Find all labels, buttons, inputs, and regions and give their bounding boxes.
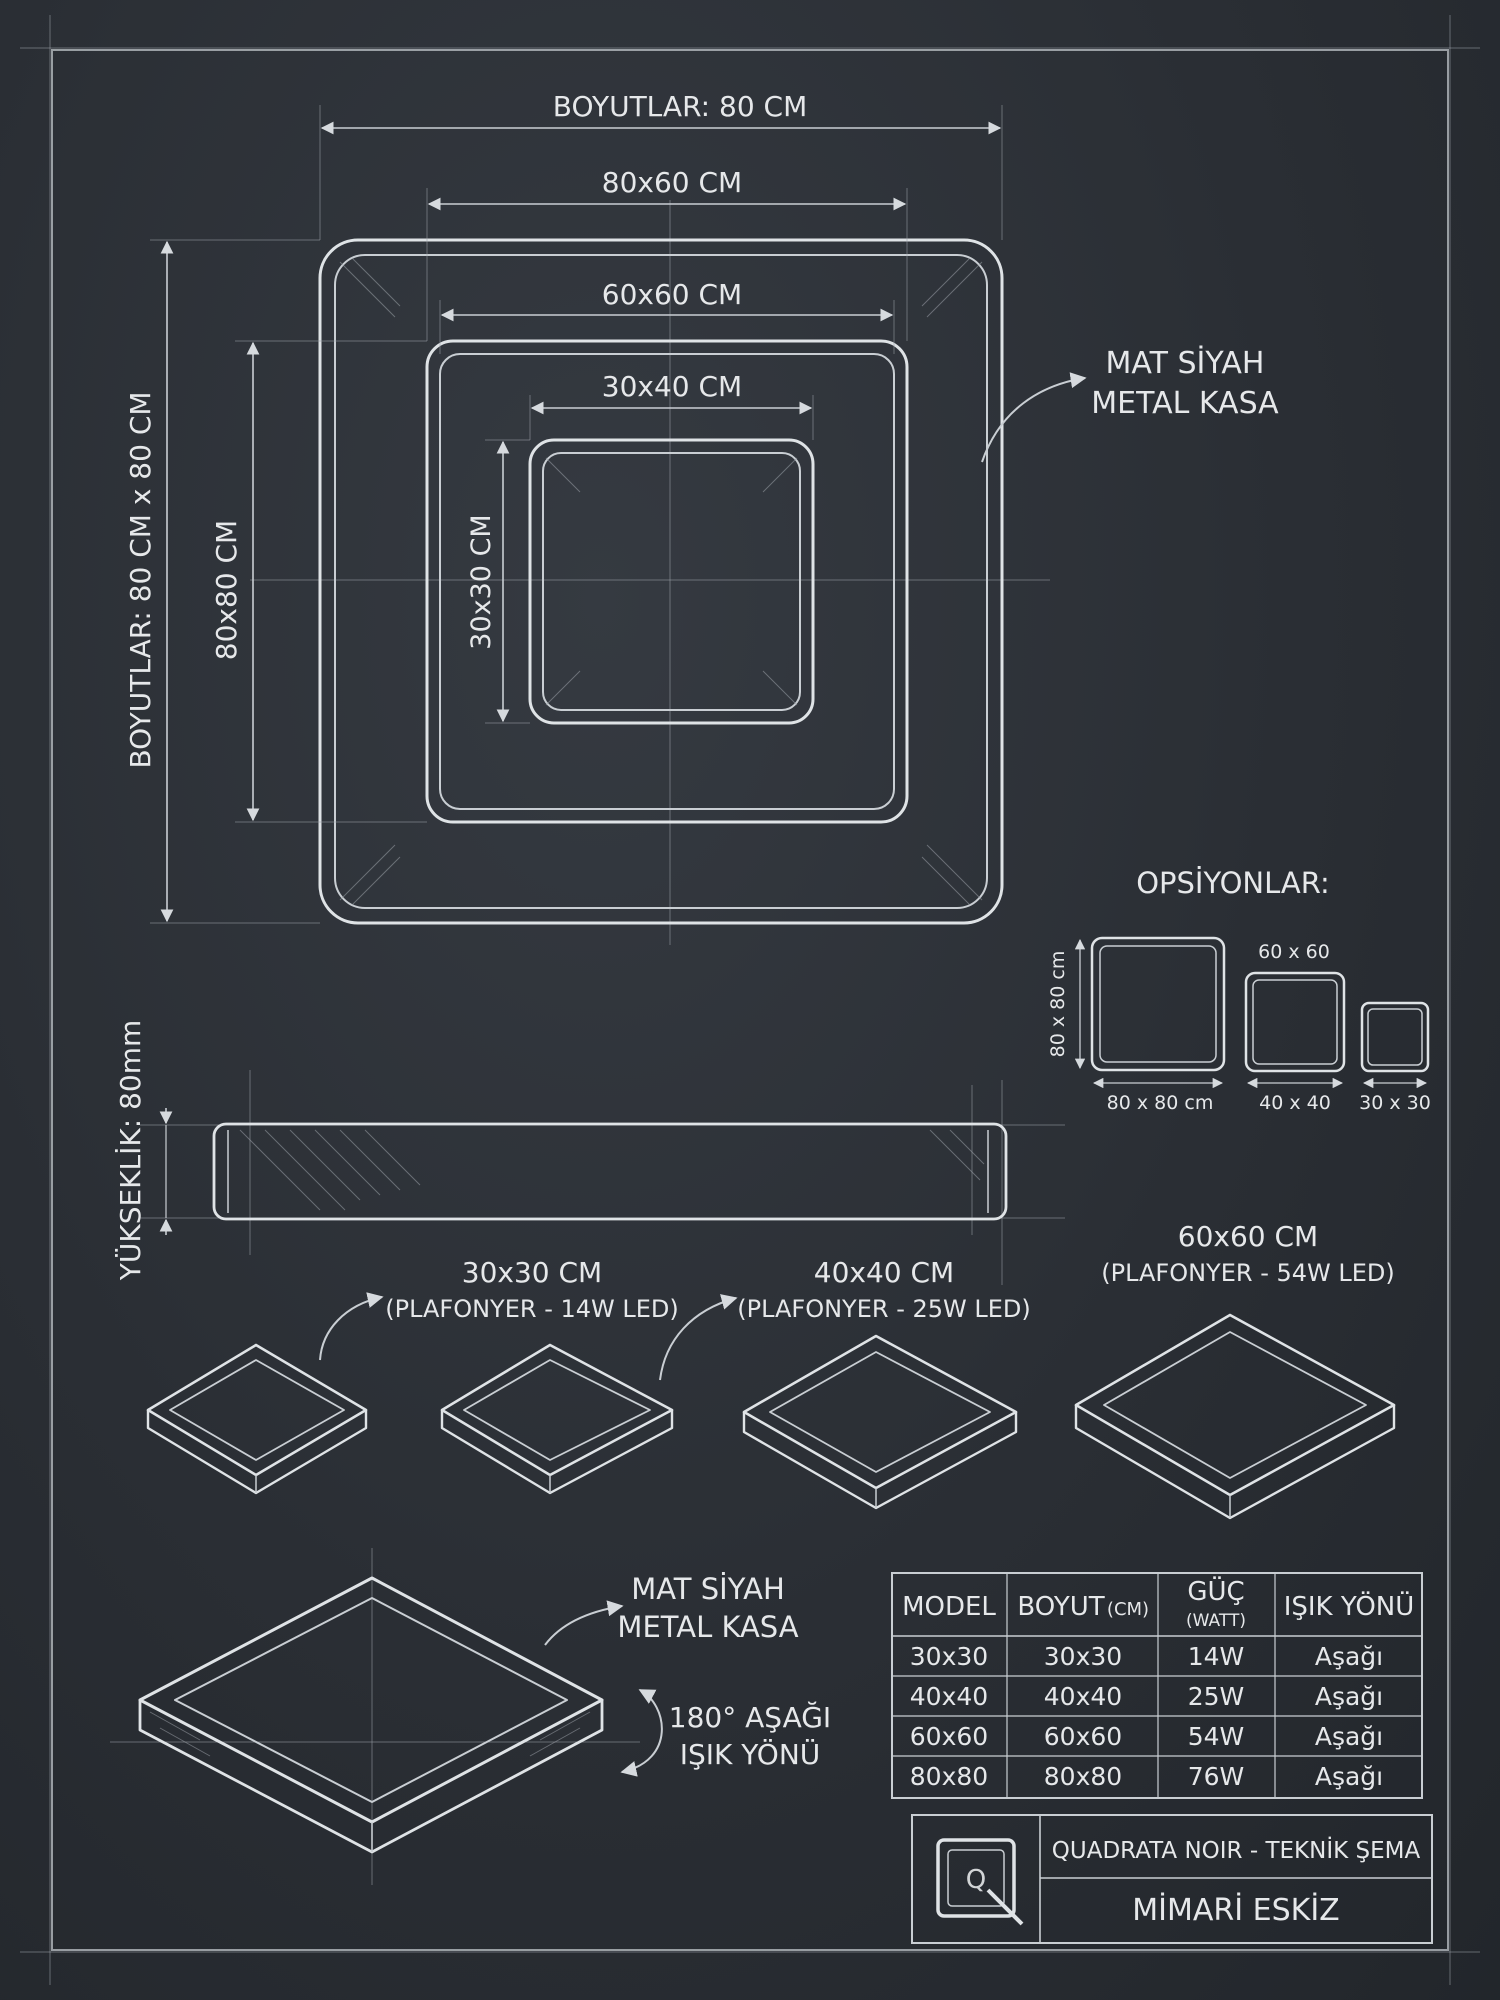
cell-power: 76W (1188, 1762, 1245, 1791)
option-label-30: 30 x 30 (1359, 1092, 1431, 1114)
cell-direction: Aşağı (1315, 1682, 1383, 1711)
dim-80x80-label: 80x80 CM (210, 520, 243, 660)
title-block-line1: QUADRATA NOIR - TEKNİK ŞEMA (1052, 1836, 1421, 1864)
cell-size: 80x80 (1044, 1762, 1122, 1791)
table-row: 80x80 80x80 76W Aşağı (910, 1762, 1383, 1791)
callout-arrow-front (981, 372, 1087, 463)
iso-subtitle-40: (PLAFONYER - 25W LED) (737, 1295, 1031, 1323)
side-view: YÜKSEKLİK: 80mm (113, 1020, 1065, 1285)
iso-view-60 (742, 1334, 1018, 1510)
iso-title-40: 40x40 CM (814, 1256, 954, 1289)
dim-80x60-label: 80x60 CM (602, 166, 742, 199)
table-row: 60x60 60x60 54W Aşağı (910, 1722, 1383, 1751)
iso-labels: 30x30 CM (PLAFONYER - 14W LED) 40x40 CM … (319, 1220, 1395, 1381)
side-profile (212, 1122, 1008, 1221)
direction-line1: 180° AŞAĞI (669, 1700, 831, 1734)
cell-model: 80x80 (910, 1762, 988, 1791)
options-title: OPSİYONLAR: (1136, 866, 1330, 900)
cell-size: 60x60 (1044, 1722, 1122, 1751)
cell-size: 30x30 (1044, 1642, 1122, 1671)
large-callout-line2: METAL KASA (617, 1610, 798, 1644)
header-direction: IŞIK YÖNÜ (1284, 1590, 1415, 1622)
cell-model: 30x30 (910, 1642, 988, 1671)
iso-arrow-40 (659, 1294, 738, 1381)
logo: Q (936, 1838, 1024, 1926)
outer-frame-80 (318, 238, 1004, 925)
dim-30x30-label: 30x30 CM (466, 514, 497, 649)
cell-power: 54W (1188, 1722, 1245, 1751)
dim-overall-width-label: BOYUTLAR: 80 CM (553, 90, 808, 123)
iso-view-40 (440, 1343, 674, 1495)
option-label-60: 60 x 60 (1258, 941, 1330, 963)
iso-view-80 (1074, 1313, 1396, 1520)
front-view: BOYUTLAR: 80 CM 80x60 CM 60x60 CM 30x40 … (124, 90, 1279, 945)
cell-power: 14W (1188, 1642, 1245, 1671)
iso-view-30 (146, 1343, 368, 1495)
direction-line2: IŞIK YÖNÜ (680, 1737, 821, 1771)
option-60-box (1244, 971, 1346, 1073)
dim-overall-height-label: BOYUTLAR: 80 CM x 80 CM (124, 391, 157, 768)
sheet-frame (20, 15, 1480, 1985)
callout-front-line2: METAL KASA (1091, 386, 1279, 421)
large-callout-line1: MAT SİYAH (631, 1572, 785, 1606)
iso-title-30: 30x30 CM (462, 1256, 602, 1289)
option-30-box (1360, 1001, 1430, 1073)
header-size-unit: (CM) (1107, 1599, 1149, 1620)
iso-arrow-30 (319, 1292, 384, 1361)
header-model: MODEL (902, 1592, 996, 1622)
table-row: 30x30 30x30 14W Aşağı (910, 1642, 1383, 1671)
table-row: 40x40 40x40 25W Aşağı (910, 1682, 1383, 1711)
dim-60x60-label: 60x60 CM (602, 278, 742, 311)
cell-direction: Aşağı (1315, 1762, 1383, 1791)
cell-direction: Aşağı (1315, 1722, 1383, 1751)
large-view: MAT SİYAH METAL KASA 180° AŞAĞI IŞIK YÖN… (110, 1548, 831, 1885)
option-label-vertical: 80 x 80 cm (1047, 951, 1069, 1058)
iso-title-60: 60x60 CM (1178, 1220, 1318, 1253)
header-power-unit: (WATT) (1186, 1611, 1246, 1631)
logo-letter: Q (966, 1865, 986, 1895)
iso-subtitle-60: (PLAFONYER - 54W LED) (1101, 1259, 1395, 1287)
dim-30x40-label: 30x40 CM (602, 370, 742, 403)
option-80-box (1090, 936, 1226, 1072)
cell-direction: Aşağı (1315, 1642, 1383, 1671)
direction-arc (620, 1689, 663, 1777)
cell-model: 60x60 (910, 1722, 988, 1751)
title-block-line2: MİMARİ ESKİZ (1132, 1892, 1339, 1928)
title-block: Q QUADRATA NOIR - TEKNİK ŞEMA MİMARİ ESK… (911, 1814, 1433, 1944)
height-label: YÜKSEKLİK: 80mm (113, 1020, 147, 1282)
cell-power: 25W (1188, 1682, 1245, 1711)
cell-size: 40x40 (1044, 1682, 1122, 1711)
callout-front-line1: MAT SİYAH (1106, 345, 1265, 381)
options-panel: OPSİYONLAR: 80 x 80 cm 80 x 80 cm 60 x 6… (1047, 866, 1431, 1114)
inner-frame-30 (528, 438, 815, 725)
header-size: BOYUT (1017, 1592, 1104, 1622)
iso-subtitle-30: (PLAFONYER - 14W LED) (385, 1295, 679, 1323)
large-callout-arrow (544, 1600, 624, 1646)
spec-table: MODEL BOYUT (CM) GÜÇ (WATT) IŞIK YÖNÜ 30… (891, 1572, 1423, 1799)
header-power: GÜÇ (1187, 1575, 1244, 1607)
option-label-40: 40 x 40 (1259, 1092, 1331, 1114)
middle-frame-60 (425, 339, 909, 824)
option-label-80: 80 x 80 cm (1107, 1092, 1214, 1114)
cell-model: 40x40 (910, 1682, 988, 1711)
